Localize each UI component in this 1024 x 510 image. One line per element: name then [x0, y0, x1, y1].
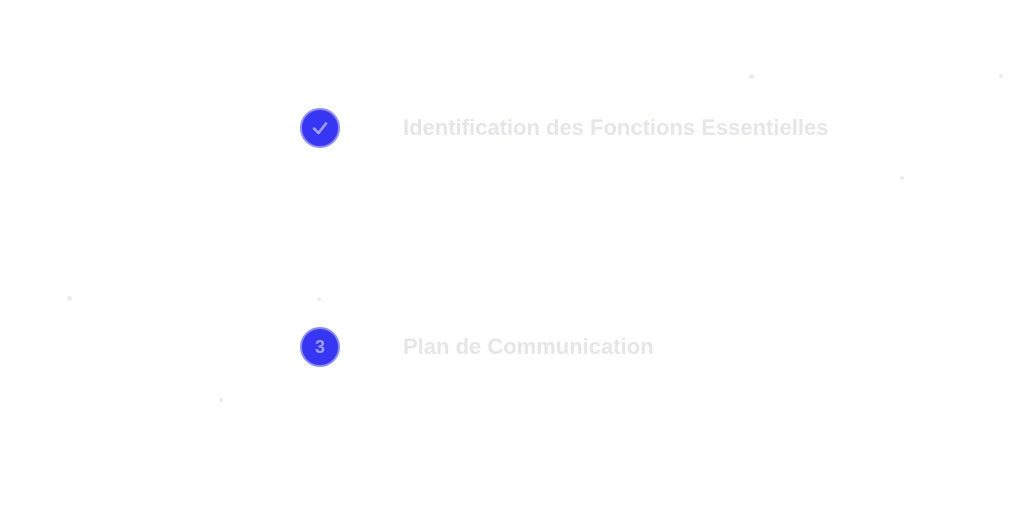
decorative-dot: [219, 398, 223, 402]
step-item-3[interactable]: 3 Plan de Communication: [300, 327, 654, 367]
decorative-dot: [999, 74, 1003, 78]
decorative-dot: [67, 296, 72, 301]
step-item-completed[interactable]: Identification des Fonctions Essentielle…: [300, 108, 828, 148]
step-number-badge: 3: [300, 327, 340, 367]
step-label: Plan de Communication: [403, 334, 654, 359]
step-label: Identification des Fonctions Essentielle…: [403, 115, 829, 140]
check-icon: [312, 122, 328, 135]
decorative-dot: [749, 74, 754, 79]
decorative-dot: [900, 176, 904, 180]
decorative-dot: [317, 297, 321, 301]
step-check-badge: [300, 108, 340, 148]
